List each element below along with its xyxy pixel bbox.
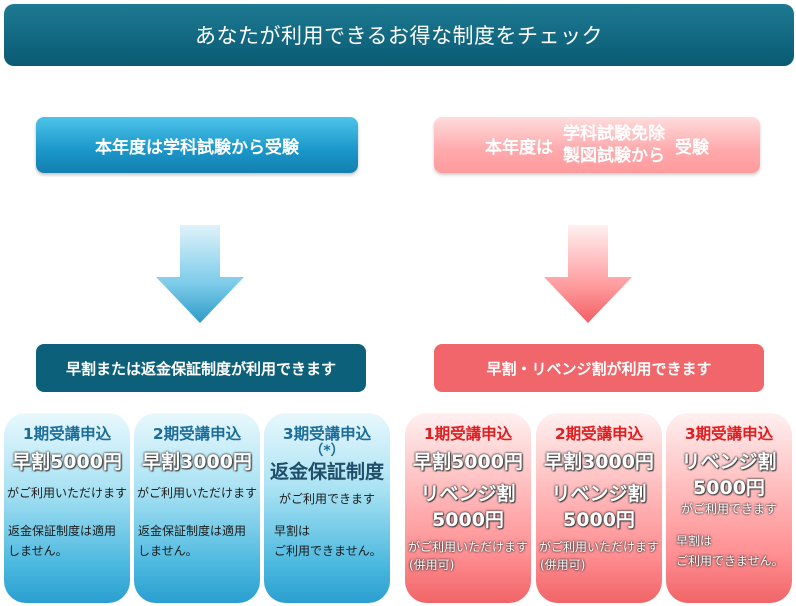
plan-card-1[interactable]: 1期受講申込 早割5000円 がご利用いただけます 返金保証制度は適用 しません… [4,413,130,603]
info-bar-seizu: 早割・リベンジ割が利用できます [434,344,764,392]
route-line1: 学科試験免除 [563,124,665,144]
discount-label: 早割5000円 [12,451,122,473]
availability-text: がご利用いただけます [407,540,528,554]
availability-text: がご利用いただけます [6,486,127,500]
discount-label: 早割5000円 [413,451,523,473]
combined-note: (併用可) [409,558,455,572]
plan-card-2[interactable]: 2期受講申込 早割3000円 がご利用いただけます 返金保証制度は適用 しません… [134,413,260,603]
plan-card-6[interactable]: 3期受講申込 リベンジ割 5000円 がご利用できます 早割は ご利用できません… [666,413,792,603]
note-line1: 返金保証制度は適用 [138,524,247,538]
discount-label: 早割3000円 [544,451,654,473]
route-button-seizu[interactable]: 本年度は 学科試験免除 製図試験から 受験 [434,117,760,173]
route-tail: 受験 [675,137,709,158]
revenge-amount: 5000円 [693,477,765,499]
info-bar-gakka: 早割または返金保証制度が利用できます [36,344,366,392]
plan-card-4[interactable]: 1期受講申込 早割5000円 リベンジ割 5000円 がご利用いただけます (併… [405,413,531,603]
note-line1: 早割は [274,524,311,538]
availability-text: がご利用いただけます [136,486,257,500]
route-button-gakka[interactable]: 本年度は学科試験から受験 [36,117,358,173]
note-line1: 返金保証制度は適用 [8,524,117,538]
route-lead: 本年度は [485,137,553,158]
discount-label: 早割3000円 [142,451,252,473]
revenge-label: リベンジ割 [551,483,647,505]
period-label: 3期受講申込 [282,425,372,443]
plan-card-3[interactable]: 3期受講申込 （*） 返金保証制度 がご利用できます 早割は ご利用できません。 [264,413,390,603]
period-label: 1期受講申込 [22,425,112,443]
availability-text: がご利用できます [278,492,375,506]
revenge-amount: 5000円 [563,509,635,531]
route-line2: 製図試験から [563,146,665,166]
availability-text: がご利用いただけます [538,540,659,554]
period-label: 3期受講申込 [684,425,774,443]
period-label: 2期受講申込 [554,425,644,443]
asterisk-note: （*） [309,443,345,459]
arrow-down-icon [544,225,632,323]
period-label: 1期受講申込 [423,425,513,443]
page-title: あなたが利用できるお得な制度をチェック [4,4,794,66]
note-line1: 早割は [676,534,713,548]
guarantee-label: 返金保証制度 [269,461,384,483]
plan-card-5[interactable]: 2期受講申込 早割3000円 リベンジ割 5000円 がご利用いただけます (併… [536,413,662,603]
period-label: 2期受講申込 [152,425,242,443]
combined-note: (併用可) [540,558,586,572]
arrow-down-icon [156,225,244,323]
availability-text: がご利用できます [680,502,777,516]
note-line2: ご利用できません。 [676,554,784,568]
revenge-label: リベンジ割 [681,451,777,473]
route-label: 本年度は学科試験から受験 [95,137,299,158]
note-line2: ご利用できません。 [274,544,382,558]
note-line2: しません。 [8,544,68,558]
note-line2: しません。 [138,544,198,558]
route-mid: 学科試験免除 製図試験から [563,123,665,167]
revenge-label: リベンジ割 [420,483,516,505]
revenge-amount: 5000円 [432,509,504,531]
